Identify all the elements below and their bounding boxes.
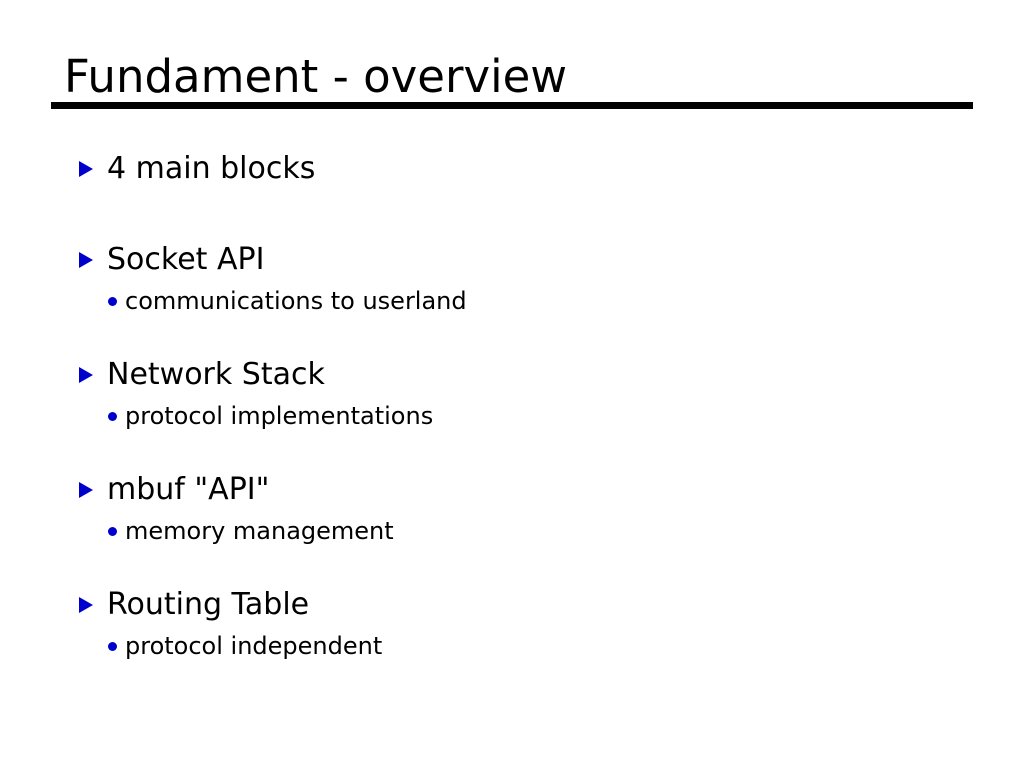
slide-body: 4 main blocks Socket API communications … [0,140,1024,667]
bullet-group: Network Stack protocol implementations [0,354,1024,437]
bullet-group: 4 main blocks [0,148,1024,193]
title-divider [51,102,973,109]
bullet-label-level2: memory management [125,517,394,545]
bullet-item-level1: Network Stack [0,354,1024,399]
bullet-label-level1: Socket API [107,242,265,277]
bullet-item-level1: 4 main blocks [0,148,1024,193]
bullet-item-level2: protocol independent [0,629,1024,667]
bullet-label-level1: Network Stack [107,357,325,392]
triangle-right-bullet-icon [79,252,93,268]
bullet-item-level2: communications to userland [0,284,1024,322]
bullet-group: mbuf "API" memory management [0,469,1024,552]
bullet-label-level1: Routing Table [107,587,310,622]
page-title: Fundament - overview [64,50,568,103]
bullet-label-level1: mbuf "API" [107,472,270,507]
round-dot-bullet-icon [108,412,117,421]
bullet-group: Socket API communications to userland [0,239,1024,322]
round-dot-bullet-icon [108,642,117,651]
round-dot-bullet-icon [108,527,117,536]
bullet-label-level1: 4 main blocks [107,151,316,186]
round-dot-bullet-icon [108,297,117,306]
bullet-label-level2: communications to userland [125,287,467,315]
bullet-label-level2: protocol implementations [125,402,434,430]
triangle-right-bullet-icon [79,482,93,498]
triangle-right-bullet-icon [79,161,93,177]
bullet-group: Routing Table protocol independent [0,584,1024,667]
bullet-item-level1: mbuf "API" [0,469,1024,514]
bullet-item-level1: Socket API [0,239,1024,284]
triangle-right-bullet-icon [79,367,93,383]
bullet-label-level2: protocol independent [125,632,383,660]
bullet-item-level2: protocol implementations [0,399,1024,437]
triangle-right-bullet-icon [79,597,93,613]
bullet-item-level2: memory management [0,514,1024,552]
bullet-item-level1: Routing Table [0,584,1024,629]
